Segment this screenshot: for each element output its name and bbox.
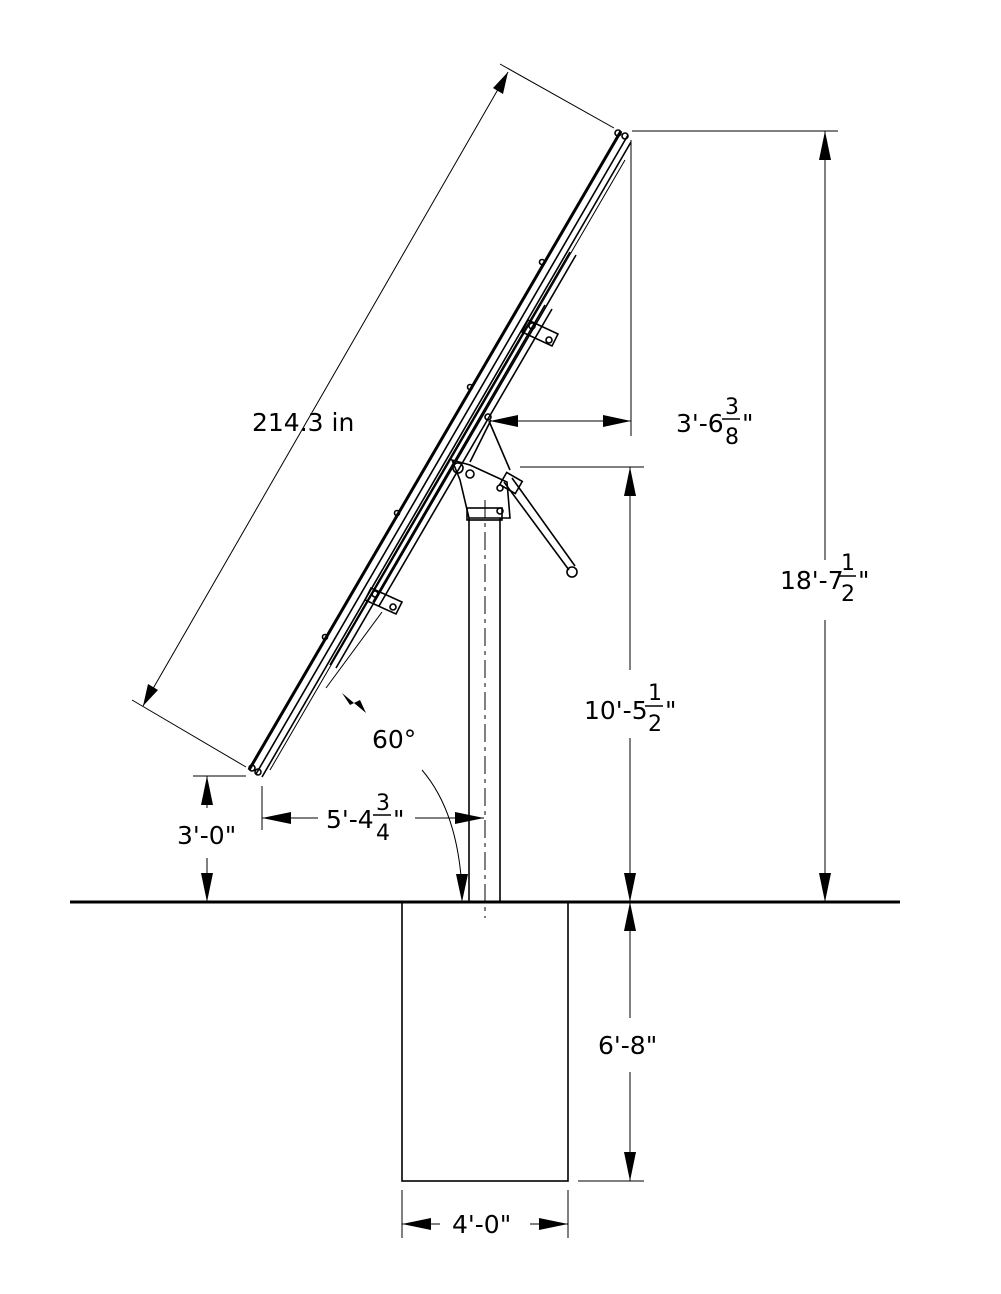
total-height-label: 18'-7 1 2 " [780, 551, 870, 607]
svg-text:5'-4: 5'-4 [326, 805, 374, 834]
pivot-height-label: 10'-5 1 2 " [584, 681, 677, 737]
svg-text:3'-6: 3'-6 [676, 409, 724, 438]
dimension-foundation-width [401, 1190, 569, 1238]
rail-bracket-upper [520, 318, 560, 348]
dimension-foundation-depth [578, 902, 644, 1182]
foundation-depth-label: 6'-8" [598, 1031, 657, 1060]
mounting-post [466, 500, 503, 918]
svg-text:10'-5: 10'-5 [584, 696, 648, 725]
svg-text:18'-7: 18'-7 [780, 566, 844, 595]
tilt-angle-label: 60° [372, 725, 416, 754]
dimension-pivot-height [520, 466, 644, 902]
front-offset-label: 5'-4 3 4 " [326, 791, 405, 846]
foundation-width-label: 4'-0" [452, 1210, 511, 1239]
concrete-foundation [401, 901, 569, 1182]
svg-text:": " [665, 696, 677, 725]
dimension-tilt-angle [325, 611, 468, 902]
dimension-front-clearance [193, 775, 246, 902]
svg-text:": " [858, 566, 870, 595]
dimension-pivot-offset [490, 140, 632, 436]
dimension-total-height [632, 130, 838, 902]
front-clearance-label: 3'-0" [177, 821, 236, 850]
rail-bracket-lower [363, 586, 404, 616]
pivot-head [450, 413, 511, 519]
svg-text:3: 3 [725, 395, 739, 420]
svg-text:": " [742, 409, 754, 438]
svg-text:1: 1 [841, 551, 855, 576]
panel-length-label: 214.3 in [252, 408, 354, 437]
svg-text:2: 2 [648, 712, 662, 737]
svg-text:1: 1 [648, 681, 662, 706]
svg-text:": " [393, 805, 405, 834]
solar-panel-array [247, 129, 632, 778]
svg-text:8: 8 [725, 425, 739, 450]
pivot-offset-label: 3'-6 3 8 " [676, 395, 754, 450]
dimension-panel-length [131, 63, 615, 768]
linear-actuator [498, 471, 578, 578]
svg-text:4: 4 [376, 821, 390, 846]
svg-text:3: 3 [376, 791, 390, 816]
svg-text:2: 2 [841, 582, 855, 607]
